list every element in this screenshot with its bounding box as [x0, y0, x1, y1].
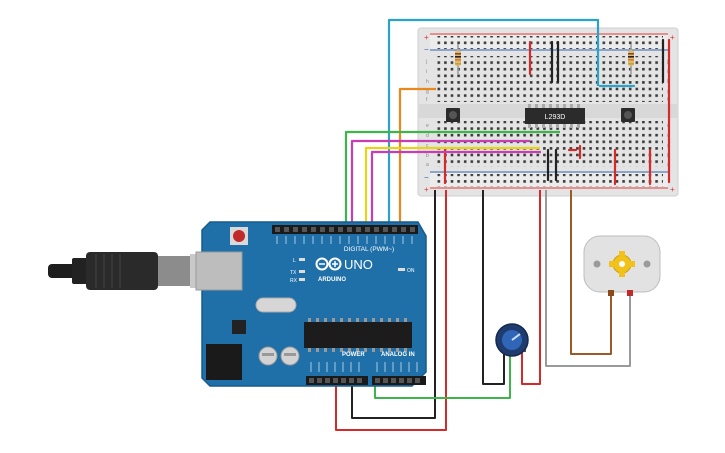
- power-wires: [335, 190, 631, 431]
- wire-red-pot[interactable]: [521, 190, 541, 385]
- wire-magenta[interactable]: [350, 139, 530, 226]
- rail-plus-bottom: +: [424, 185, 429, 194]
- chip-label: L293D: [545, 114, 566, 121]
- power-label: POWER: [342, 352, 365, 358]
- rail-plus-bottom-right: +: [670, 185, 675, 194]
- wire-brown-motor[interactable]: [570, 190, 612, 355]
- rail-minus-top: −: [424, 45, 429, 54]
- wire-green-a0[interactable]: [374, 352, 511, 399]
- row-letter-b: b: [426, 153, 429, 159]
- usb-cable[interactable]: [48, 252, 220, 290]
- led-rx: [299, 278, 305, 281]
- wire-black-pot[interactable]: [482, 190, 505, 385]
- analog-label: ANALOG IN: [381, 352, 415, 358]
- resistor-right[interactable]: [628, 44, 634, 74]
- led-rx-label: RX: [290, 278, 298, 284]
- digital-header: [272, 225, 418, 234]
- rail-plus-top: +: [424, 33, 429, 42]
- row-letter-i: i: [426, 69, 427, 75]
- row-letter-h: h: [426, 79, 429, 85]
- atmega-chip: [304, 322, 412, 348]
- arduino-uno[interactable]: DIGITAL (PWM~) UNO ARDUINO L TX RX ON: [195, 221, 427, 387]
- row-letter-i-right: i: [667, 69, 668, 75]
- resistor-left[interactable]: [455, 44, 461, 74]
- led-tx: [299, 270, 305, 273]
- breadboard-jumpers: [443, 38, 671, 186]
- terminal-strip-top: [435, 56, 663, 102]
- led-tx-label: TX: [290, 270, 297, 276]
- power-jack: [206, 344, 242, 380]
- crystal: [255, 297, 297, 313]
- arduino-logo: [315, 257, 342, 271]
- regulator-chip: [232, 320, 246, 334]
- usb-jack: [195, 251, 243, 291]
- breadboard: + − − + + + j i h g f e d c b a j i h g …: [417, 27, 679, 197]
- row-letter-j-right: j: [666, 59, 668, 65]
- led-on-label: ON: [407, 268, 415, 274]
- chip-l293d[interactable]: L293D: [525, 104, 585, 128]
- pushbutton-left[interactable]: [446, 108, 460, 122]
- wire-yellow[interactable]: [364, 146, 540, 226]
- wire-red-5v[interactable]: [335, 190, 447, 431]
- wire-black-gnd[interactable]: [351, 190, 436, 419]
- board-model: UNO: [344, 257, 373, 272]
- pushbutton-right[interactable]: [621, 108, 635, 122]
- wire-green-top[interactable]: [344, 130, 560, 226]
- usb-cable-icon: [48, 264, 76, 278]
- reset-button[interactable]: [233, 230, 245, 242]
- row-letter-j: j: [425, 59, 427, 65]
- potentiometer[interactable]: [495, 323, 529, 357]
- row-letter-e: e: [426, 123, 429, 129]
- led-l-label: L: [293, 258, 296, 264]
- wire-gray-motor[interactable]: [545, 190, 631, 367]
- row-letter-c: c: [426, 143, 429, 149]
- led-on: [398, 268, 405, 271]
- rail-minus-bottom: −: [424, 173, 429, 182]
- row-letter-f: f: [426, 97, 428, 103]
- signal-wires: [344, 18, 600, 226]
- led-l: [299, 258, 305, 261]
- row-letter-d: d: [426, 133, 429, 139]
- wire-magenta-2[interactable]: [370, 150, 541, 226]
- board-brand: ARDUINO: [318, 277, 346, 283]
- dc-motor[interactable]: [583, 235, 661, 296]
- row-letter-a: a: [426, 162, 429, 168]
- wire-orange[interactable]: [398, 87, 436, 226]
- digital-label: DIGITAL (PWM~): [344, 246, 394, 253]
- wire-blue[interactable]: [387, 18, 600, 226]
- row-letter-g: g: [426, 89, 429, 95]
- rail-plus-top-right: +: [670, 33, 675, 42]
